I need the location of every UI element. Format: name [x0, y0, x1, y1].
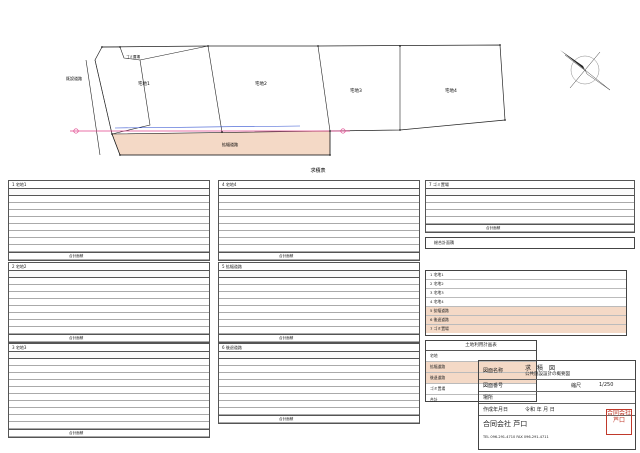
landuse-row: 拡幅道路: [426, 362, 536, 373]
site-plan-drawing: 宅地1 宅地2 宅地3 宅地4 拡幅道路 ゴミ置場 既設道路 求積表: [66, 44, 611, 174]
table-garbage: 7 ゴミ置場 合計面積: [425, 180, 635, 233]
date-label: 作成年月日: [483, 407, 509, 413]
road-area: [111, 130, 331, 156]
company-contact: TEL 096-291-4710 FAX 096-291-4711: [483, 435, 549, 439]
summary-row: 5 拡幅道路: [426, 307, 626, 316]
lot1-boundary: [102, 46, 151, 135]
table-lot1: 1 宅地1 合計面積: [8, 180, 210, 261]
table-total-label: 合計面積: [219, 252, 419, 260]
summary-row: 7 ゴミ置場: [426, 325, 626, 333]
existing-road-label: 既設道路: [66, 75, 82, 81]
existing-road-line: [85, 59, 101, 156]
table-total-label: 合計面積: [219, 334, 419, 342]
table-total-label: 合計面積: [426, 224, 634, 232]
lot2-label: 宅地2: [255, 80, 267, 87]
table-lot2: 2 宅地2 合計面積: [8, 262, 210, 343]
table-road: 5 拡幅道路 合計面積: [218, 262, 420, 343]
table-title: 6 後退道路: [219, 344, 419, 352]
table-title: 1 宅地1: [9, 181, 209, 189]
lot4-label: 宅地4: [445, 87, 457, 94]
drawing-name-sub: 公共施設設計の概要図: [525, 372, 570, 377]
existing-road-edge: [94, 59, 113, 135]
summary-row: 3 宅地3: [426, 289, 626, 298]
landuse-row: 合計: [430, 397, 438, 402]
summary-row: 2 宅地2: [426, 280, 626, 289]
drawing-number-label: 図面番号: [483, 383, 504, 389]
company-seal: 合同会社芦口: [606, 409, 632, 435]
table-title: 3 宅地3: [9, 344, 209, 352]
table-total-label: 合計面積: [9, 429, 209, 437]
scale-value: 1/250: [599, 382, 614, 388]
table-lot4: 4 宅地4 合計面積: [218, 180, 420, 261]
drawing-name-label: 図面名称: [483, 368, 504, 374]
blue-reference-line: [114, 125, 301, 129]
landuse-row: ゴミ置場: [426, 384, 536, 395]
landuse-title: 土地利用計画表: [426, 341, 536, 351]
summary-row: 6 後退道路: [426, 316, 626, 325]
company-name: 合同会社 芦口: [483, 420, 528, 428]
lot-divider-1: [139, 45, 209, 61]
place-label: 場所: [483, 395, 494, 401]
lot3-label: 宅地3: [350, 87, 362, 94]
landuse-row: 後退道路: [426, 373, 536, 384]
table-section-title: 求積表: [310, 167, 325, 174]
lot-divider-3: [317, 45, 331, 132]
table-total-label: 合計面積: [219, 415, 419, 423]
lot1-label: 宅地1: [138, 80, 150, 87]
table-title: 4 宅地4: [219, 181, 419, 189]
table-title: 5 拡幅道路: [219, 263, 419, 271]
table-setback-road: 6 後退道路 合計面積: [218, 343, 420, 424]
easement-label: ゴミ置場: [126, 54, 140, 59]
summary-row: 1 宅地1: [426, 271, 626, 280]
scale-label: 縮尺: [571, 383, 582, 389]
landuse-row: 宅地: [426, 351, 536, 362]
date-value: 令和 年 月 日: [525, 407, 555, 413]
table-total-label: 合計面積: [9, 252, 209, 260]
title-block: 図面名称 求積図 公共施設設計の概要図 図面番号 縮尺 1/250 場所 作成年…: [478, 360, 636, 450]
table-total-label: 合計面積: [9, 334, 209, 342]
summary-row: 4 宅地4: [426, 298, 626, 307]
table-lot3: 3 宅地3 合計面積: [8, 343, 210, 438]
summary-total-box: 総合計面積: [425, 237, 635, 249]
drawing-name: 求積図: [525, 365, 562, 372]
north-arrow-icon: [560, 50, 611, 91]
table-title: 2 宅地2: [9, 263, 209, 271]
table-title: 7 ゴミ置場: [426, 181, 634, 189]
summary-title: 総合計面積: [434, 240, 454, 245]
road-label: 拡幅道路: [222, 141, 238, 147]
lot-divider-2: [207, 45, 223, 133]
area-summary-box: 1 宅地1 2 宅地2 3 宅地3 4 宅地4 5 拡幅道路 6 後退道路 7 …: [425, 270, 627, 336]
